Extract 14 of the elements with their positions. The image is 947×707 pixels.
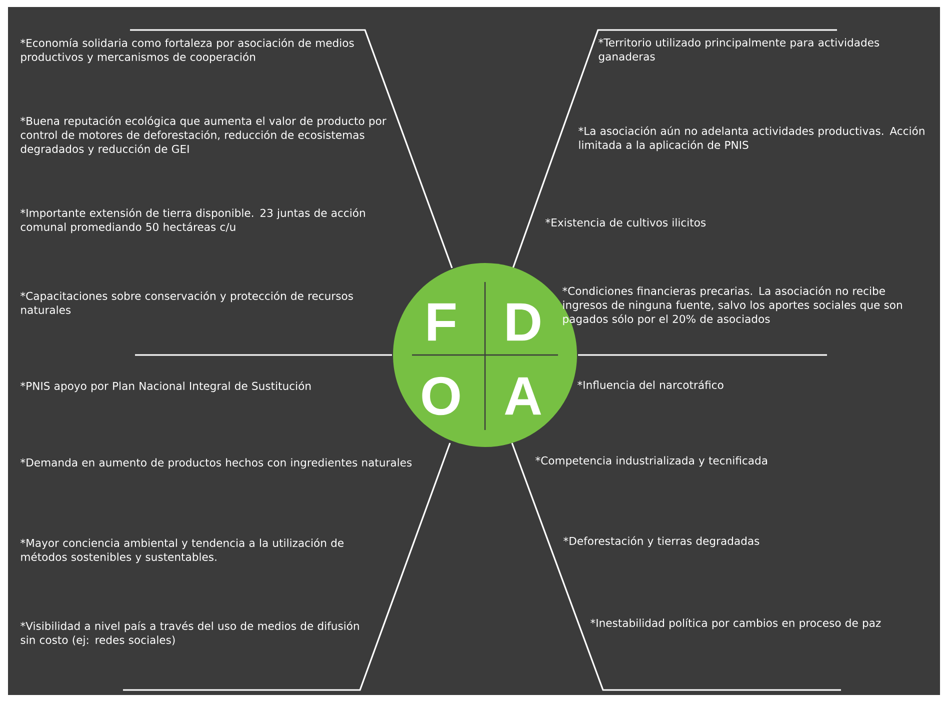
item-text: *Competencia industrializada y tecnificada [536,456,768,467]
item-text: *Demanda en aumento de productos hechos con ingredientes naturales [20,458,412,469]
item-text: *Territorio utilizado principalmente para actividades ganaderas [598,38,880,63]
item-text: *PNIS apoyo por Plan Nacional Integral de Sustitución [20,381,311,392]
item-text: *Visibilidad a nivel país a través del uso de medios de difusión sin costo (ej: redes sociales) [20,621,359,646]
item-text: *Existencia de cultivos ilicitos [546,218,706,227]
item-text: *Economía solidaria como fortaleza por asociación de medios productivos y mercanismos de cooperación [20,38,354,64]
item-text: *Deforestación y tierras degradadas [564,536,760,548]
item-text: *Capacitaciones sobre conservación y protección de recursos naturales [20,291,353,314]
item-text: *Buena reputación ecológica que aumenta el valor de producto por control de motores de deforestación, reducción de ecosistemas degradados y reducción de GEI [20,116,386,156]
item-text: *Importante extensión de tierra disponible. 23 juntas de acción comunal promediando 50 hectáreas c/u [20,208,365,234]
item-text: *Inestabilidad política por cambios en proceso de paz [590,618,881,630]
item-text: *Mayor conciencia ambiental y tendencia a la utilización de métodos sostenibles y sustentables. [20,538,344,564]
item-text: *La asociación aún no adelanta actividades productivas. Acción limitada a la aplicación de PNIS [578,126,924,152]
